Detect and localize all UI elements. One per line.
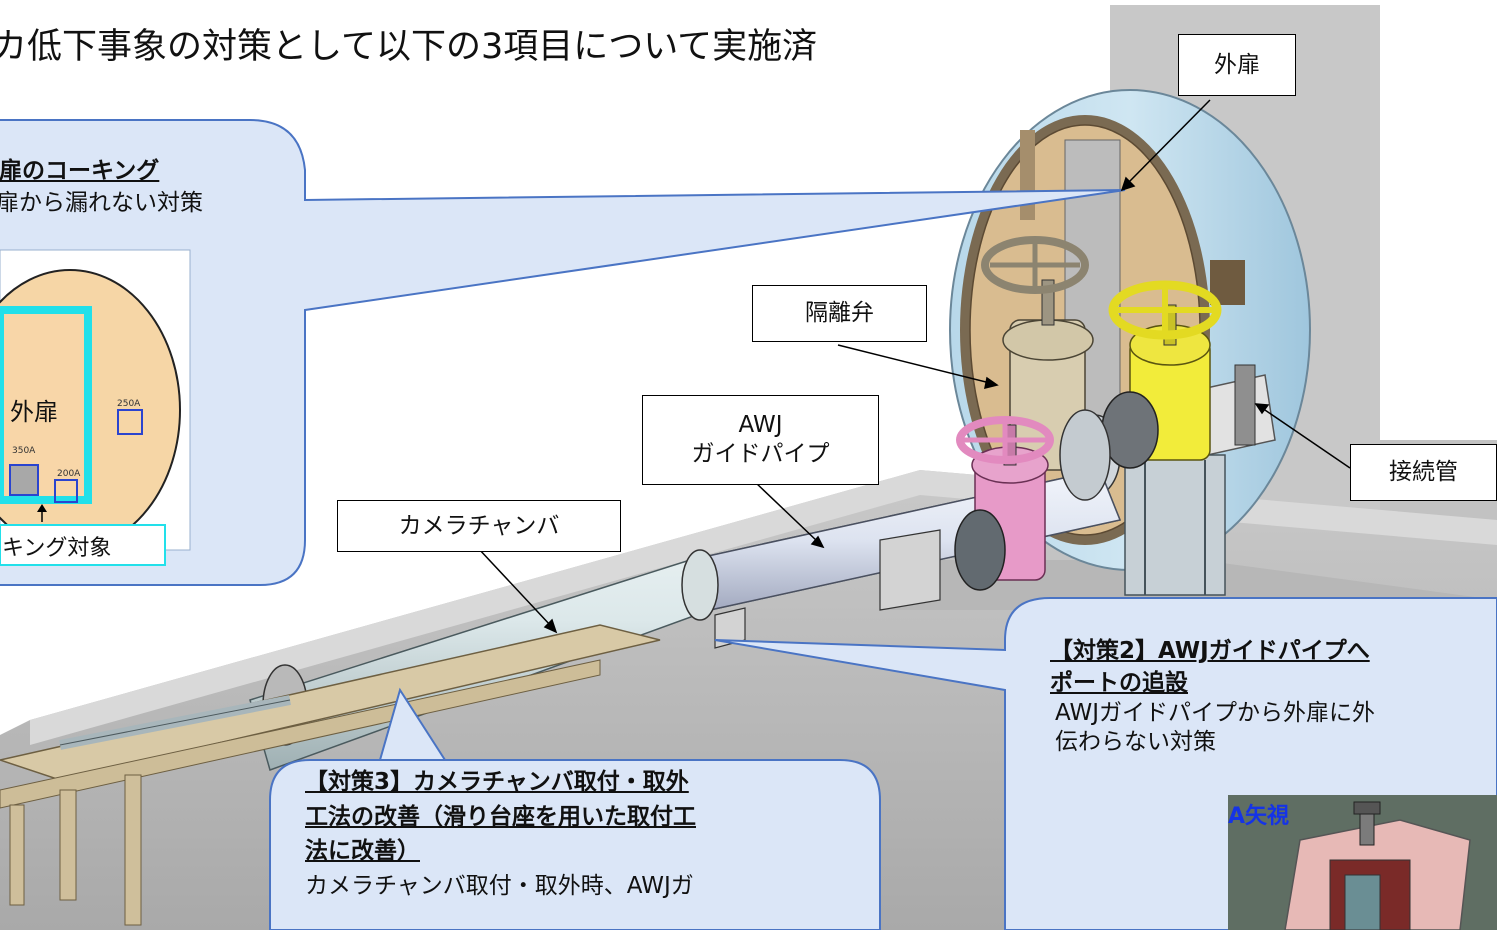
valve-support-stand <box>1124 454 1226 596</box>
callout-2-text: 【対策2】AWJガイドパイプへ ポートの追設 AWJガイドパイプから外扉に外 伝… <box>1050 635 1497 757</box>
pink-valve-wheel <box>956 416 1054 464</box>
inset-label-200a: 200A <box>57 469 81 479</box>
label-isolation-valve: 隔離弁 <box>752 285 927 342</box>
callout-1-bubble <box>0 119 1126 586</box>
label-camera-chamber: カメラチャンバ <box>337 500 621 552</box>
callout-2-body: AWJガイドパイプから外扉に外 伝わらない対策 <box>1055 700 1376 756</box>
callout-3-body: カメラチャンバ取付・取外時、AWJガ <box>305 872 694 899</box>
page-heading: カ低下事象の対策として以下の3項目について実施済 <box>0 27 818 67</box>
inset-caption: キング対象 <box>2 536 112 561</box>
label-outer-door: 外扉 <box>1178 34 1296 96</box>
label-awj-guide-pipe: AWJ ガイドパイプ <box>642 395 879 485</box>
sliding-rail <box>0 624 661 781</box>
callout-1-body: 扉から漏れない対策 <box>0 190 203 217</box>
door-hinge <box>1020 130 1035 220</box>
pointer-arrows <box>477 99 1351 634</box>
callout-3-title: 【対策3】カメラチャンバ取付・取外 工法の改善（滑り台座を用いた取付工 法に改善… <box>305 769 696 864</box>
callout-1-title: 外扉のコーキング <box>0 158 160 184</box>
a-view-label: A矢視 <box>1228 804 1290 829</box>
floor-slab-top <box>30 470 1497 745</box>
isolation-valve-wheel <box>981 236 1089 294</box>
callout-3-bubble <box>269 687 881 930</box>
inset-label-350a: 350A <box>12 446 36 456</box>
inset-caption-box <box>0 524 166 566</box>
callout-2-title: 【対策2】AWJガイドパイプへ ポートの追設 <box>1050 638 1370 697</box>
inset-label-250a: 250A <box>117 399 141 409</box>
inset-door-label: 外扉 <box>10 398 58 426</box>
yellow-valve-wheel <box>1108 280 1222 340</box>
callout-3-text: 【対策3】カメラチャンバ取付・取外 工法の改善（滑り台座を用いた取付工 法に改善… <box>305 765 865 903</box>
callout-1-text: 外扉のコーキング 扉から漏れない対策 <box>0 155 203 219</box>
connecting-pipe-flange <box>1234 364 1256 446</box>
label-connecting-pipe: 接続管 <box>1350 444 1497 501</box>
